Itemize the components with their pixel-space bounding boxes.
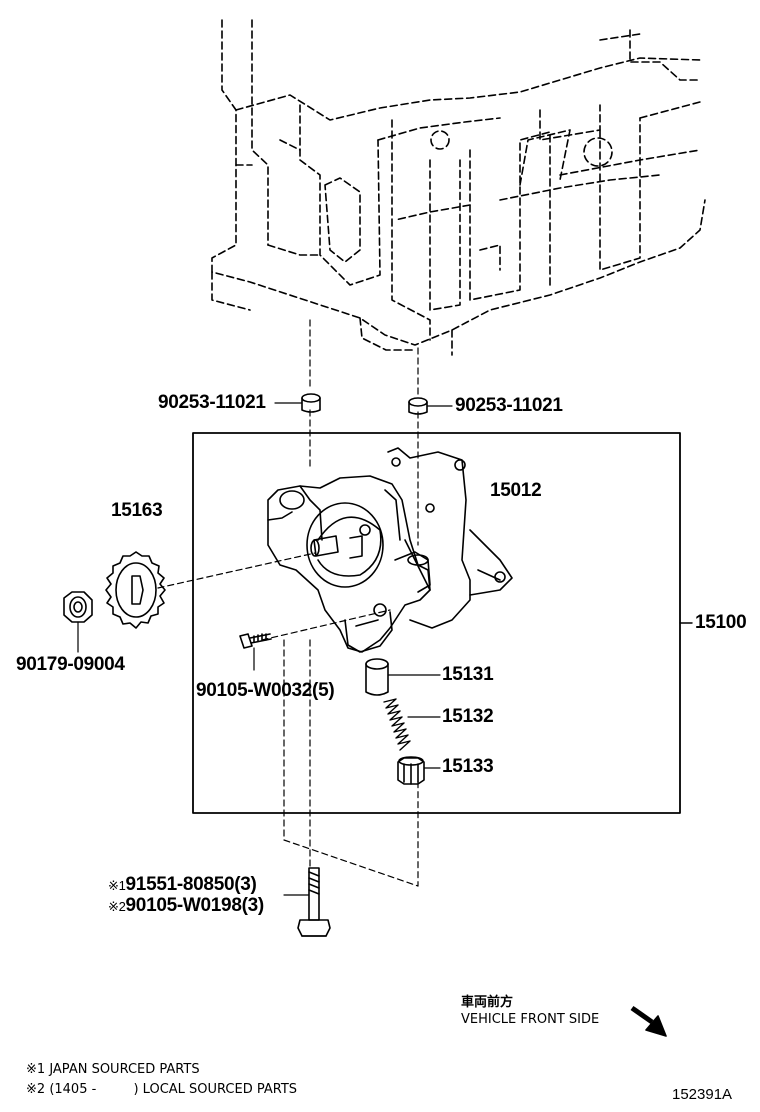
flange-nut <box>63 591 93 653</box>
part-number-pump-assembly[interactable]: 15100 <box>695 612 747 633</box>
dowel-pin-left <box>274 393 321 413</box>
part-number-pump-cover[interactable]: 15012 <box>490 480 542 501</box>
front-arrow <box>630 1005 667 1037</box>
reference-code: 152391A <box>672 1086 733 1103</box>
part-number-bolt-option-2[interactable]: 90105-W0198(3) <box>125 895 265 916</box>
part-number-screw[interactable]: 90105-W0032(5) <box>196 680 335 701</box>
part-number-dowel-right[interactable]: 90253-11021 <box>455 395 563 416</box>
footnote-1-text: JAPAN SOURCED PARTS <box>49 1062 200 1077</box>
alignment-lines <box>157 319 419 887</box>
assembly-box <box>192 432 681 814</box>
part-number-nut[interactable]: 90179-09004 <box>16 654 125 675</box>
footnote-1: ※1 JAPAN SOURCED PARTS <box>26 1062 200 1077</box>
spring <box>383 698 441 751</box>
plug <box>397 756 441 785</box>
part-number-plug[interactable]: 15133 <box>442 756 494 777</box>
option-1-mark: ※1 <box>108 878 126 893</box>
bolt-option-2-row: ※290105-W0198(3) <box>108 895 264 917</box>
screw <box>239 633 272 671</box>
footnote-2-mark: ※2 <box>26 1082 46 1097</box>
direction-japanese: 車両前方 <box>461 995 514 1010</box>
option-2-mark: ※2 <box>108 899 126 914</box>
part-number-sprocket[interactable]: 15163 <box>111 500 163 521</box>
oil-pump-body <box>267 447 513 653</box>
footnote-1-mark: ※1 <box>26 1062 46 1077</box>
part-number-dowel-left[interactable]: 90253-11021 <box>158 392 266 413</box>
long-bolt <box>283 867 331 937</box>
bolt-option-1-row: ※191551-80850(3) <box>108 874 257 896</box>
dowel-pin-right <box>408 397 453 415</box>
footnote-2-text: (1405 - ) LOCAL SOURCED PARTS <box>49 1082 298 1097</box>
footnote-2: ※2 (1405 - ) LOCAL SOURCED PARTS <box>26 1082 297 1097</box>
sprocket <box>105 551 166 629</box>
part-number-relief-valve[interactable]: 15131 <box>442 664 494 685</box>
part-number-spring[interactable]: 15132 <box>442 706 494 727</box>
direction-english: VEHICLE FRONT SIDE <box>461 1012 600 1027</box>
engine-block <box>211 19 706 356</box>
relief-valve <box>365 658 441 696</box>
part-number-bolt-option-1[interactable]: 91551-80850(3) <box>125 874 257 895</box>
